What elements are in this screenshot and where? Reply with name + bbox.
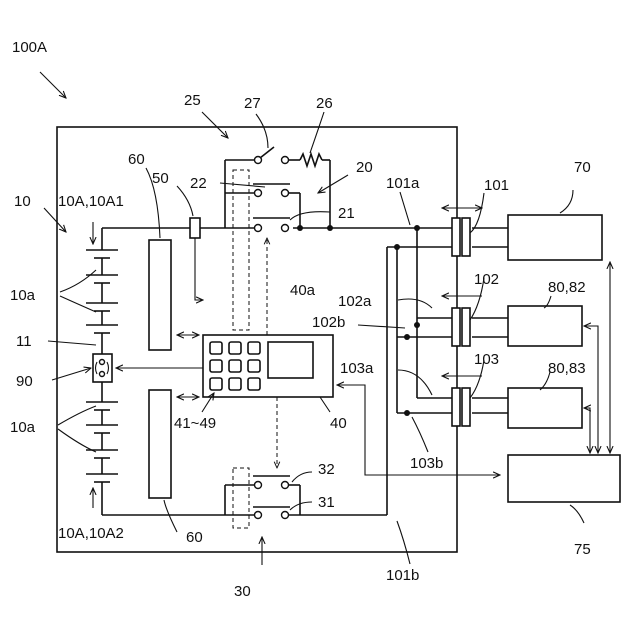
- external-load-82: [508, 306, 582, 346]
- label-100a: 100A: [12, 39, 47, 56]
- label-27: 27: [244, 95, 261, 112]
- positive-bus: [102, 218, 508, 238]
- label-21: 21: [338, 205, 355, 222]
- label-10a-lower: 10a: [10, 419, 36, 436]
- labels: 100A 10 10A,10A1 10a 11 90 10a 10A,10A2 …: [10, 39, 591, 600]
- label-75: 75: [574, 541, 591, 558]
- negative-relay-group: [102, 468, 387, 528]
- ecu-input-keys: [210, 342, 260, 390]
- label-102a: 102a: [338, 293, 372, 310]
- label-80-83: 80,83: [548, 360, 586, 377]
- label-10a1: 10A,10A1: [58, 193, 124, 210]
- monitoring-unit-upper: [149, 240, 171, 350]
- label-102: 102: [474, 271, 499, 288]
- label-90: 90: [16, 373, 33, 390]
- label-60-upper: 60: [128, 151, 145, 168]
- label-32: 32: [318, 461, 335, 478]
- label-30: 30: [234, 583, 251, 600]
- external-load-83: [508, 388, 582, 428]
- label-22: 22: [190, 175, 207, 192]
- label-20: 20: [356, 159, 373, 176]
- label-50: 50: [152, 170, 169, 187]
- connector-102: [442, 296, 482, 346]
- label-103a: 103a: [340, 360, 374, 377]
- label-80-82: 80,82: [548, 279, 586, 296]
- label-103: 103: [474, 351, 499, 368]
- label-41-49: 41~49: [174, 415, 216, 432]
- label-10a-upper: 10a: [10, 287, 36, 304]
- label-101: 101: [484, 177, 509, 194]
- label-31: 31: [318, 494, 335, 511]
- positive-relay-group: [225, 147, 330, 330]
- ecu-display: [268, 342, 313, 378]
- connector-101: [442, 208, 482, 256]
- label-26: 26: [316, 95, 333, 112]
- label-11: 11: [16, 333, 32, 350]
- external-signal-lines: [584, 262, 610, 453]
- label-25: 25: [184, 92, 201, 109]
- controller-75: [508, 455, 620, 502]
- external-load-70: [508, 215, 602, 260]
- label-70: 70: [574, 159, 591, 176]
- label-10a2: 10A,10A2: [58, 525, 124, 542]
- label-40a: 40a: [290, 282, 316, 299]
- label-102b: 102b: [312, 314, 345, 331]
- label-103b: 103b: [410, 455, 443, 472]
- connector-103: [442, 376, 482, 426]
- label-60-lower: 60: [186, 529, 203, 546]
- label-101a: 101a: [386, 175, 420, 192]
- monitoring-unit-lower: [149, 390, 171, 498]
- label-10: 10: [14, 193, 31, 210]
- current-sensor: [190, 218, 200, 238]
- label-101b: 101b: [386, 567, 419, 584]
- label-40: 40: [330, 415, 347, 432]
